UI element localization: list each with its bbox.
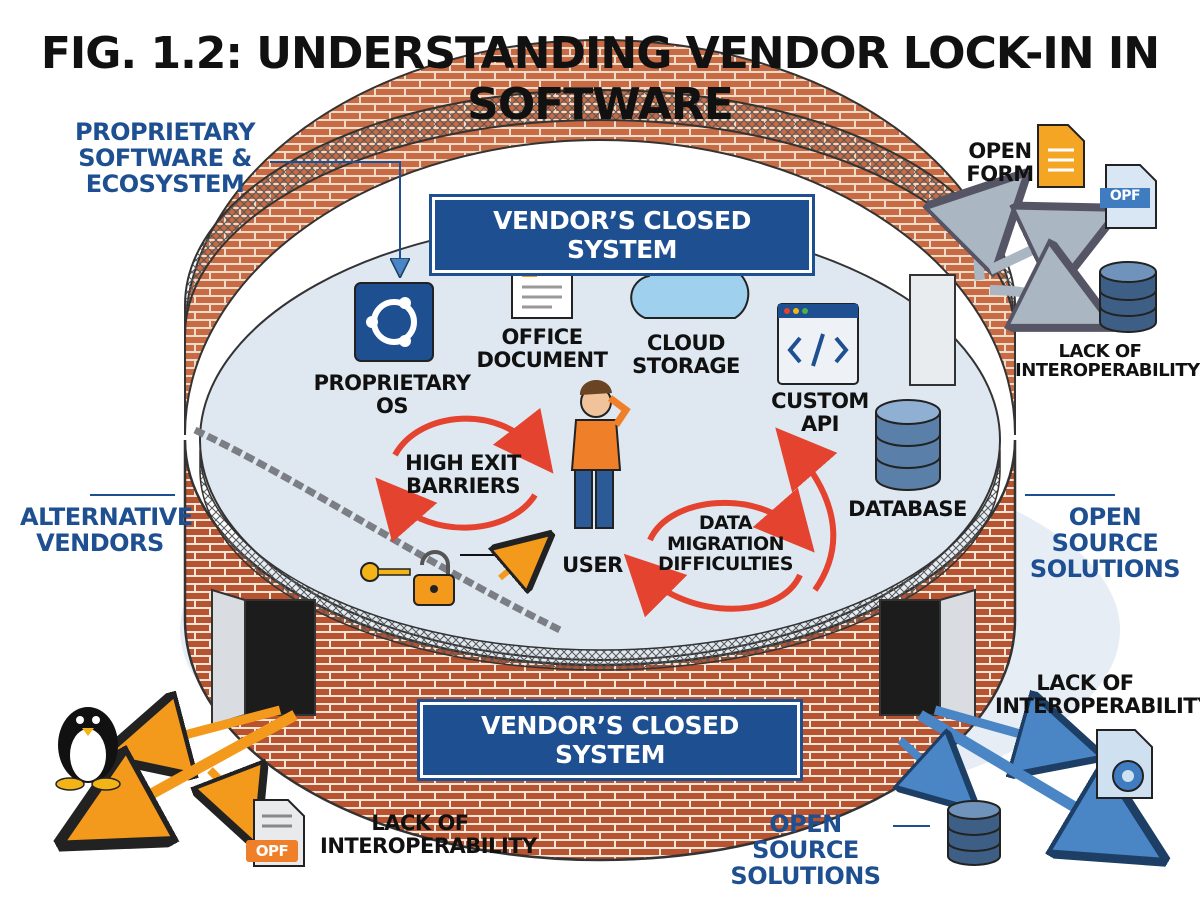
banner-bottom: VENDOR’S CLOSED SYSTEM — [417, 699, 803, 781]
leader-proprietary-ecosystem — [270, 161, 400, 270]
label-custom-api: CUSTOM API — [771, 389, 869, 436]
label-alternative-vendors: ALTERNATIVE VENDORS — [20, 503, 193, 557]
label-cloud-storage: CLOUD STORAGE — [632, 331, 740, 378]
label-database: DATABASE — [848, 497, 967, 521]
migration-arrow-up — [775, 427, 838, 592]
migration-arrow-bottom — [623, 553, 803, 618]
opf-badge-bottom: OPF — [255, 842, 289, 860]
diagram-title: FIG. 1.2: UNDERSTANDING VENDOR LOCK-IN I… — [40, 28, 1160, 130]
proprietary-os-icon — [354, 282, 434, 362]
orange-arrow-to-linux — [135, 710, 282, 748]
banner-top: VENDOR’S CLOSED SYSTEM — [429, 194, 815, 276]
door-left — [211, 588, 316, 727]
label-open-source-bottom: OPEN SOURCE SOLUTIONS — [730, 810, 881, 890]
key-icon — [360, 562, 411, 582]
label-proprietary-os: PROPRIETARY OS — [313, 371, 471, 418]
label-user: USER — [562, 553, 623, 577]
gear-document-icon — [1096, 729, 1153, 799]
label-lack-interop-bottom: LACK OF INTEROPERABILITY — [320, 811, 537, 858]
front-fence — [199, 449, 1001, 671]
label-open-source-right: OPEN SOURCE SOLUTIONS — [1029, 503, 1181, 583]
database-icon — [875, 399, 941, 491]
blue-arrow-to-gear — [933, 710, 1070, 748]
door-right — [879, 588, 976, 727]
code-window-icon — [777, 303, 859, 385]
user-figure — [570, 379, 631, 529]
linux-penguin-icon — [55, 707, 121, 791]
blue-arrow-to-db — [900, 740, 955, 790]
opf-file-icon-bottom — [246, 799, 305, 867]
open-form-document-icon — [1037, 124, 1085, 188]
label-open-form: OPEN FORM — [966, 139, 1034, 186]
label-office-document: OFFICE DOCUMENT — [476, 325, 608, 372]
opf-badge-top: OPF — [1109, 188, 1141, 204]
orange-arrow-to-user — [500, 548, 535, 578]
label-data-migration: DATA MIGRATION DIFFICULTIES — [658, 512, 793, 576]
exit-barrier-arrow-top — [392, 407, 554, 474]
label-high-exit-barriers: HIGH EXIT BARRIERS — [405, 451, 521, 498]
padlock-icon — [413, 550, 455, 606]
gray-arrow-to-db — [989, 290, 1080, 310]
opf-file-icon-top — [1100, 164, 1157, 229]
migration-arrow-top — [647, 487, 815, 553]
exit-barrier-arrow-bottom — [375, 477, 538, 543]
database-icon-bottom — [947, 800, 1001, 866]
database-icon-top-right — [1099, 261, 1157, 333]
door-back-right — [909, 274, 956, 386]
orange-arrow-to-opf — [210, 770, 245, 818]
gray-arrow-to-opf — [987, 225, 1085, 270]
label-lack-interop-mid-right: LACK OF INTEROPERABILITY — [995, 671, 1200, 718]
gray-arrow-to-open-form — [979, 200, 1000, 281]
label-proprietary-ecosystem: PROPRIETARY SOFTWARE & ECOSYSTEM — [75, 118, 256, 198]
label-lack-interop-top-right: LACK OF INTEROPERABILITY — [1015, 341, 1200, 382]
chain — [193, 426, 562, 634]
